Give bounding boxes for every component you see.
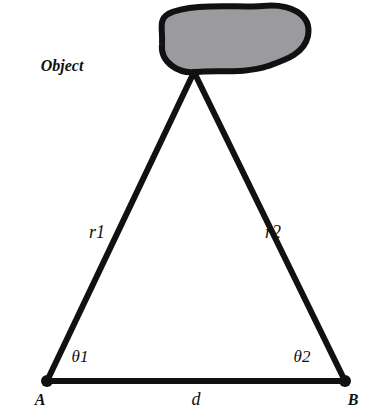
object-blob [162, 6, 309, 73]
baseline-d [47, 378, 345, 384]
point-label: B [348, 392, 359, 408]
baseline-label: d [192, 390, 201, 408]
point-b [339, 375, 351, 387]
angle-label: θ2 [294, 348, 311, 365]
distance-label: r1 [89, 223, 105, 241]
angle-label: θ1 [72, 348, 89, 365]
ray-r1 [47, 72, 194, 381]
object-label: Object [41, 58, 84, 74]
point-label: A [35, 392, 46, 408]
distance-label: r2 [265, 223, 281, 241]
ray-r2 [194, 72, 345, 381]
point-a [41, 375, 53, 387]
